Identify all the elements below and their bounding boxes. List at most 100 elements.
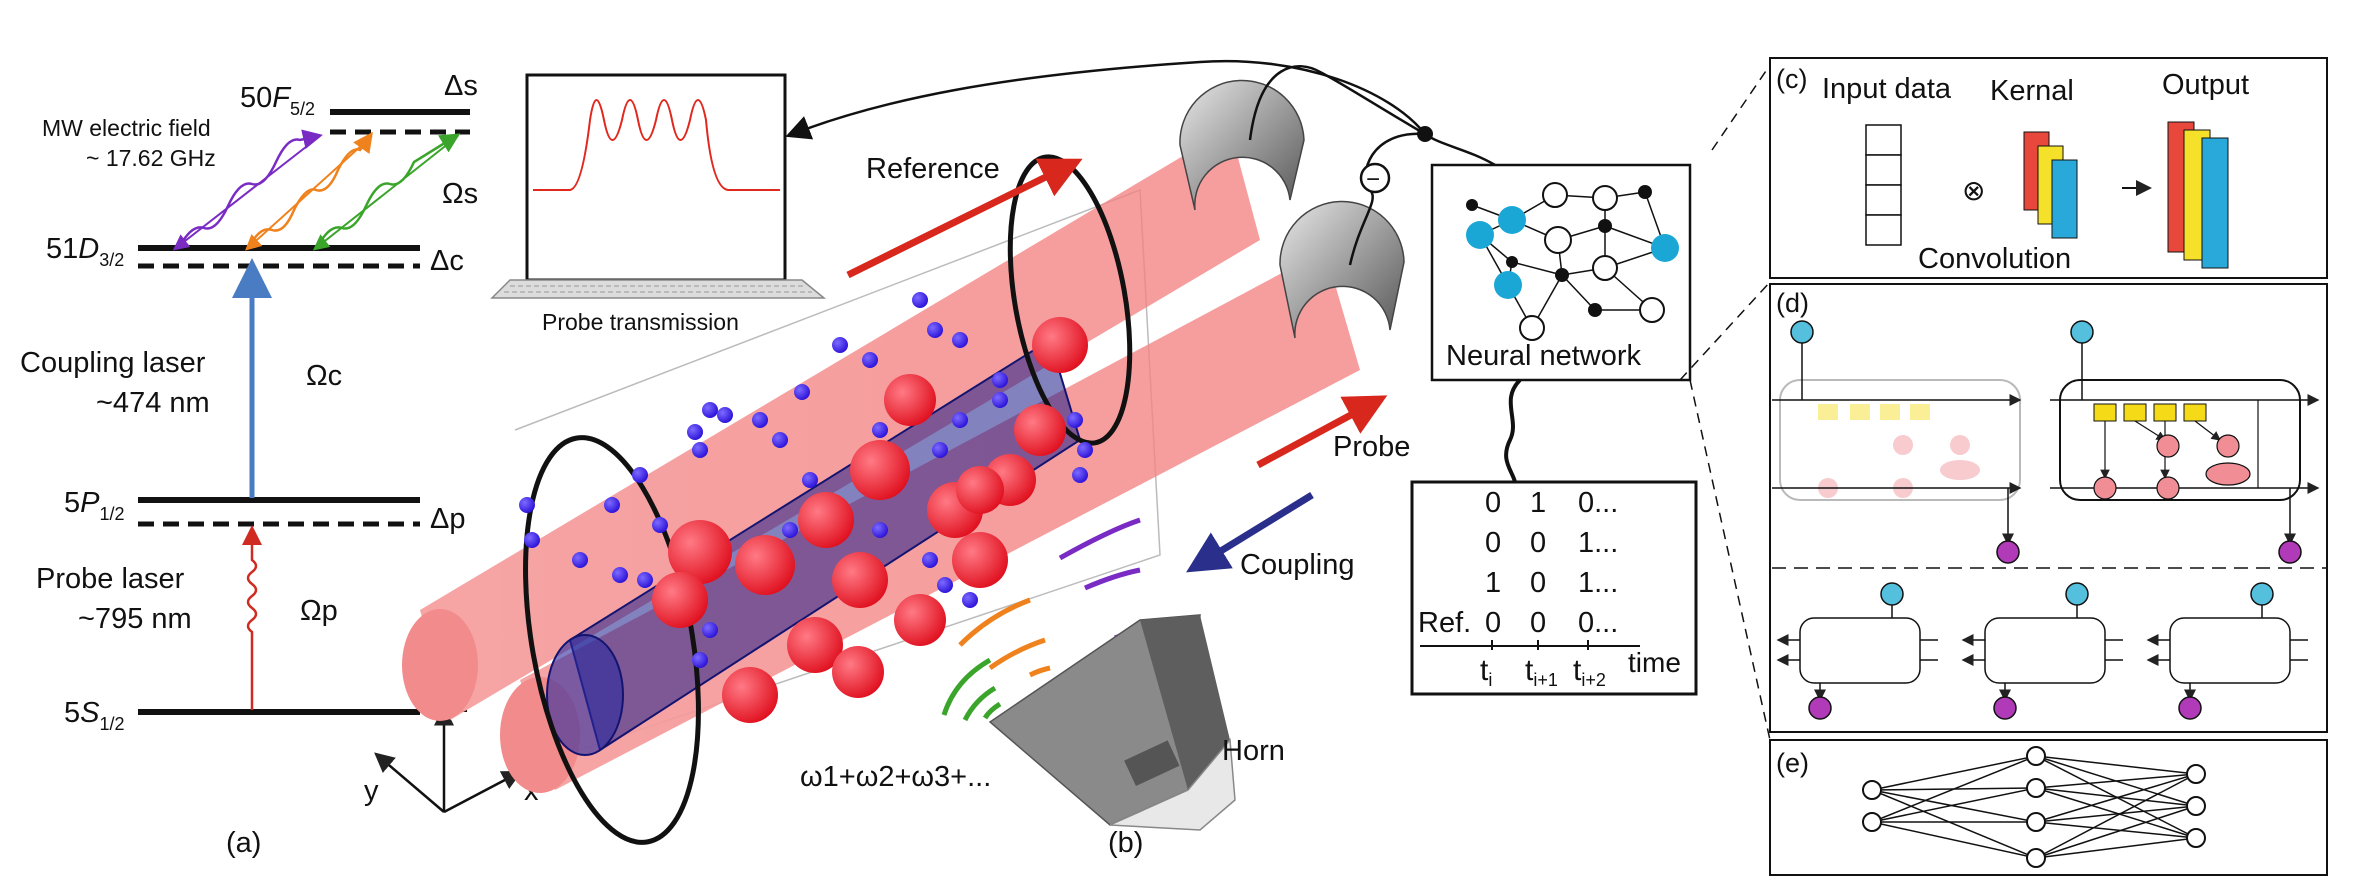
label-50f: 50F5/2 — [240, 82, 315, 119]
table-cell: 0 — [1530, 607, 1546, 639]
delta-s: Δs — [444, 70, 478, 102]
time-label: time — [1628, 647, 1681, 678]
panel-e: (e) — [1769, 739, 2328, 876]
probe-detector — [1279, 200, 1405, 339]
convolve-op: ⊗ — [1962, 175, 1985, 206]
ground-atoms — [519, 292, 1093, 668]
rnn-cell — [1961, 582, 2123, 720]
axis-y-label: y — [364, 775, 379, 807]
axis-x — [443, 770, 523, 814]
coupling-laser-label: Coupling laser — [20, 347, 206, 379]
table-row-1: 0 0 1... — [1485, 527, 1618, 559]
table-row-2: 1 0 1... — [1485, 567, 1618, 599]
lstm-cell-active — [2050, 340, 2320, 546]
mw-return-green — [312, 135, 459, 251]
output-node — [2278, 540, 2302, 564]
connector-line — [1711, 64, 1771, 151]
coupling-beam-end — [546, 634, 624, 756]
table-cell: 1... — [1578, 527, 1618, 559]
output-stack — [2167, 121, 2229, 269]
time-tick-label: ti+1 — [1525, 654, 1558, 690]
caption-b: (b) — [1108, 827, 1143, 859]
coupling-wavelength: ~474 nm — [96, 387, 210, 419]
probe-laser-label: Probe laser — [36, 563, 185, 595]
convolution-label: Convolution — [1918, 243, 2071, 275]
table-cell: 0... — [1578, 607, 1618, 639]
horn-connector — [1124, 740, 1180, 786]
input-node — [2070, 320, 2094, 344]
input-vector — [1865, 124, 1902, 246]
delta-c: Δc — [430, 245, 464, 277]
frequency-label: ω1+ω2+ω3+... — [800, 761, 991, 793]
delta-p: Δp — [430, 503, 466, 535]
data-table — [1410, 480, 1698, 696]
horn-side — [1140, 615, 1230, 790]
horn-label: Horn — [1222, 735, 1285, 767]
subtractor — [1359, 162, 1391, 194]
table-row-0: 0 1 0... — [1485, 487, 1618, 519]
label-51d: 51D3/2 — [46, 233, 124, 270]
label-5p: 5P1/2 — [64, 487, 125, 524]
reference-detector — [1179, 79, 1305, 211]
omega-c: Ωc — [306, 360, 342, 392]
input-node — [1790, 320, 1814, 344]
rnn-cell — [1776, 582, 1938, 720]
probe-transition-arrow — [242, 525, 262, 710]
table-cell: 0 — [1485, 607, 1501, 639]
nn-nodes — [1466, 182, 1679, 341]
nn-cable — [1504, 378, 1522, 483]
axis-y — [374, 752, 445, 813]
laptop-screen — [525, 73, 787, 282]
kernel-stack — [2023, 131, 2078, 239]
rnn-cell — [2146, 582, 2308, 720]
transmission-spectrum — [533, 99, 780, 191]
probe-transmission-label: Probe transmission — [542, 309, 739, 335]
connector-line — [1689, 379, 1771, 741]
table-cell: 0 — [1530, 567, 1546, 599]
caption-a: (a) — [226, 827, 261, 859]
reference-beam — [420, 128, 1260, 720]
caption-d: (d) — [1776, 288, 1809, 318]
mw-freq-label: ~ 17.62 GHz — [86, 145, 216, 171]
cell-ring-back — [1007, 154, 1133, 446]
ref-label: Ref. — [1418, 607, 1471, 639]
horn-base — [1109, 738, 1236, 831]
caption-e: (e) — [1776, 748, 1809, 778]
caption-c: (c) — [1776, 64, 1807, 94]
wire-to-laptop — [785, 59, 1426, 140]
panel-d: (d) — [1769, 283, 2328, 733]
coupling-label: Coupling — [1240, 549, 1354, 581]
mlp-nodes — [1862, 746, 2206, 868]
panel-a: 50F5/2 51D3/2 5P1/2 5S1/2 Δs Δc Δp Ωs Ωc… — [20, 70, 539, 859]
time-tick-label: ti+2 — [1573, 654, 1606, 690]
wire-reference — [1248, 65, 1426, 141]
wire-to-nn — [1424, 132, 1496, 167]
rydberg-atoms — [652, 317, 1088, 723]
probe-label: Probe — [1333, 431, 1410, 463]
laptop-keys — [504, 285, 812, 293]
omega-p: Ωp — [300, 595, 338, 627]
omega-s: Ωs — [442, 178, 478, 210]
input-data-label: Input data — [1822, 73, 1952, 105]
mw-field-label: MW electric field — [42, 115, 211, 141]
probe-arrow — [1256, 395, 1388, 469]
table-cell: 0... — [1578, 487, 1618, 519]
table-cell: 0 — [1530, 527, 1546, 559]
table-cell: 1... — [1578, 567, 1618, 599]
mlp-edges — [1871, 755, 2197, 859]
connector-line — [1679, 281, 1771, 381]
lstm-cell-faded — [1779, 379, 2021, 501]
output-node — [1996, 540, 2020, 564]
table-cell: 0 — [1485, 487, 1501, 519]
table-cell: 1 — [1485, 567, 1501, 599]
reference-label: Reference — [866, 153, 1000, 185]
laptop-keyboard — [490, 279, 827, 299]
reference-beam-end — [402, 609, 478, 721]
coupling-arrow — [1186, 492, 1314, 573]
neural-network-label: Neural network — [1446, 340, 1642, 372]
mw-return-purple — [172, 135, 321, 251]
probe-wavelength: ~795 nm — [78, 603, 192, 635]
panel-b: Probe transmission — [402, 59, 1771, 859]
reference-arrow — [846, 158, 1083, 279]
